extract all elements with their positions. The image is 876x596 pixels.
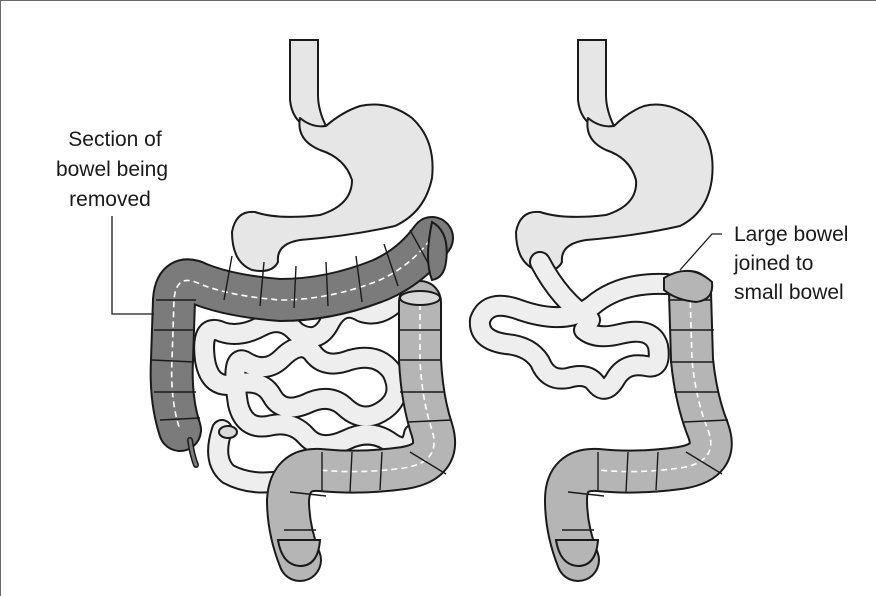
small-bowel-right <box>480 262 666 389</box>
stomach-right <box>516 105 713 272</box>
removed-label-line3: removed <box>69 188 151 211</box>
joined-label-line3: small bowel <box>734 281 844 304</box>
ileum-stub-left <box>219 426 237 438</box>
before-illustration: Section of bowel being removed <box>56 40 452 566</box>
joined-label-line1: Large bowel <box>734 223 848 246</box>
removed-leader-line <box>112 216 154 314</box>
colon-opening-left <box>400 291 440 305</box>
removed-label-line1: Section of <box>68 128 162 151</box>
joined-label-line2: joined to <box>733 252 813 275</box>
esophagus-left <box>290 40 326 128</box>
removed-label-line2: bowel being <box>56 158 168 181</box>
after-illustration: Large bowel joined to small bowel <box>480 40 849 566</box>
joined-leader-line <box>680 234 722 270</box>
esophagus-right <box>578 40 614 128</box>
